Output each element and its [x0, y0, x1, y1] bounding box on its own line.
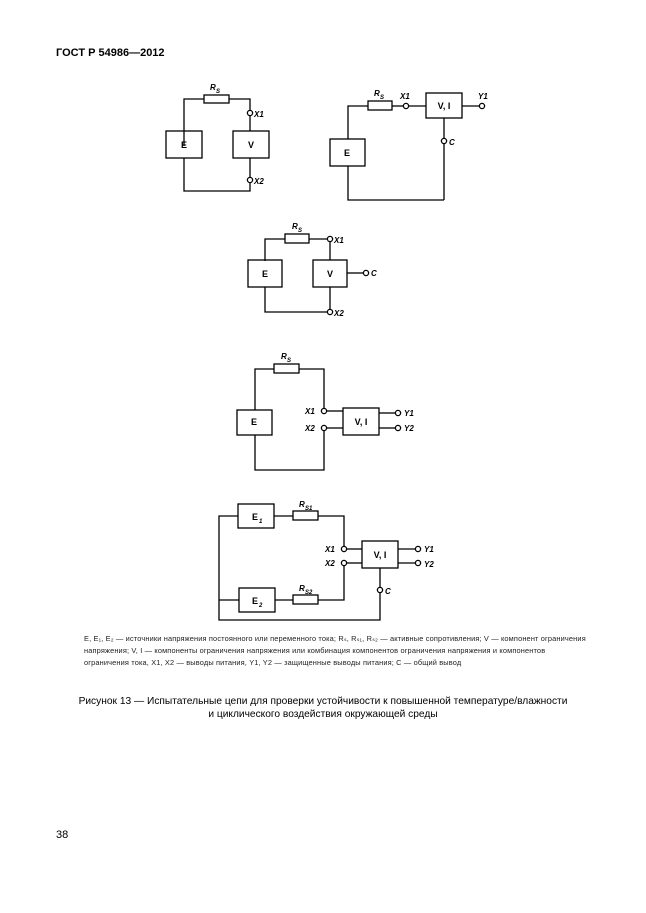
terminal-x1	[320, 407, 328, 415]
resistor-rs1	[292, 510, 319, 521]
source-1-label: E	[252, 512, 258, 522]
resistor-rs2	[292, 594, 319, 605]
terminal-y1	[478, 102, 486, 110]
terminal-x1-label: X1	[399, 92, 410, 101]
resistor-label: R	[292, 222, 298, 231]
terminal-x2	[340, 559, 348, 567]
resistor-1-label-sub: S1	[305, 506, 313, 512]
terminal-c	[440, 137, 448, 145]
component-label: V, I	[438, 101, 451, 111]
terminal-x1	[326, 235, 334, 243]
resistor-label: R	[374, 89, 380, 98]
terminal-x2-label: X2	[253, 177, 264, 186]
terminal-x2	[246, 176, 254, 184]
resistor-rs	[273, 363, 300, 374]
terminal-x1-label: X1	[253, 110, 264, 119]
terminal-y2	[414, 559, 422, 567]
source-2-label-sub: 2	[258, 603, 263, 609]
terminal-x1	[246, 109, 254, 117]
terminal-c	[376, 586, 384, 594]
source-label: E	[262, 269, 268, 279]
resistor-label-sub: S	[298, 228, 302, 234]
terminal-x2	[326, 308, 334, 316]
source-label: E	[251, 417, 257, 427]
resistor-rs	[367, 100, 393, 111]
terminal-y1	[414, 545, 422, 553]
component-label: V, I	[355, 417, 368, 427]
terminal-x1-label: X1	[333, 236, 344, 245]
resistor-rs	[203, 94, 230, 104]
circuit-4	[236, 363, 402, 471]
figure-caption: Рисунок 13 — Испытательные цепи для пров…	[56, 695, 590, 721]
circuit-1	[165, 94, 270, 192]
source-label: E	[181, 140, 187, 150]
page-number: 38	[56, 829, 69, 841]
terminal-x2-label: X2	[304, 424, 315, 433]
terminal-x2-label: X2	[333, 309, 344, 318]
circuit-3	[247, 233, 370, 316]
component-label: V	[327, 269, 333, 279]
terminal-x2-label: X2	[324, 559, 335, 568]
terminal-x1-label: X1	[304, 407, 315, 416]
resistor-rs	[284, 233, 310, 244]
resistor-2-label-sub: S2	[305, 590, 313, 596]
terminal-y1	[394, 409, 402, 417]
figure-legend: E, E₁, E₂ — источники напряжения постоян…	[84, 634, 586, 667]
component-v-box	[232, 130, 270, 159]
component-vi-box	[342, 407, 380, 436]
terminal-y2-label: Y2	[424, 560, 434, 569]
resistor-label-sub: S	[216, 89, 220, 95]
component-label: V, I	[374, 550, 387, 560]
resistor-label: R	[281, 352, 287, 361]
resistor-label: R	[210, 83, 216, 92]
resistor-label-sub: S	[380, 95, 384, 101]
source-1-label-sub: 1	[259, 519, 263, 525]
figure-caption-line-2: и циклического воздействия окружающей ср…	[208, 709, 438, 720]
terminal-x1-label: X1	[324, 545, 335, 554]
resistor-1-label: R	[299, 500, 305, 509]
terminal-x1	[340, 545, 348, 553]
terminal-y2-label: Y2	[404, 424, 414, 433]
terminal-y2	[394, 424, 402, 432]
component-label: V	[248, 140, 254, 150]
terminal-c	[362, 269, 370, 277]
circuit-2	[329, 92, 486, 201]
terminal-c-label: C	[385, 587, 391, 596]
terminal-y1-label: Y1	[478, 92, 488, 101]
resistor-2-label: R	[299, 584, 305, 593]
resistor-label-sub: S	[287, 358, 291, 364]
source-label: E	[344, 148, 350, 158]
source-2-label: E	[252, 596, 258, 606]
terminal-y1-label: Y1	[424, 545, 434, 554]
terminal-x1	[402, 102, 410, 110]
terminal-c-label: C	[449, 138, 455, 147]
circuit-5	[218, 503, 422, 621]
terminal-c-label: C	[371, 269, 377, 278]
terminal-y1-label: Y1	[404, 409, 414, 418]
standard-header: ГОСТ Р 54986—2012	[56, 47, 165, 59]
figure-caption-line-1: Рисунок 13 — Испытательные цепи для пров…	[78, 696, 568, 707]
terminal-x2	[320, 424, 328, 432]
